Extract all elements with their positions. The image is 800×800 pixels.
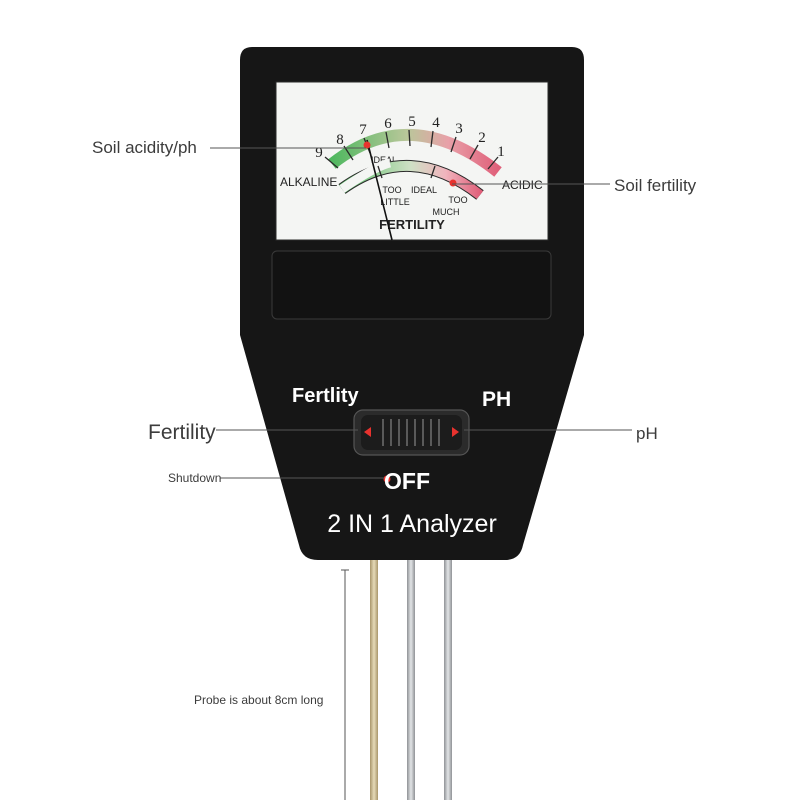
callout-fertility-mode: Fertility (148, 421, 216, 444)
label-panel (271, 250, 552, 320)
callout-probe-length: Probe is about 8cm long (194, 693, 324, 707)
product-name: 2 IN 1 Analyzer (327, 510, 497, 538)
callout-shutdown: Shutdown (168, 471, 222, 485)
callout-soil-fertility: Soil fertility (614, 176, 697, 195)
left-arrow-icon (364, 427, 371, 437)
callout-soil-acidity: Soil acidity/ph (92, 138, 197, 157)
alkaline-label: ALKALINE (280, 175, 337, 189)
fert-too-little-bottom: LITTLE (380, 197, 410, 207)
ph-tick-label: 1 (497, 144, 505, 160)
fert-too-much-bottom: MUCH (433, 207, 460, 217)
ph-tick-label: 9 (315, 145, 323, 161)
probe-gold (370, 560, 378, 800)
meter-needle (366, 139, 393, 241)
ph-tick-label: 6 (384, 116, 392, 132)
acidic-label: ACIDIC (502, 178, 543, 192)
fertility-title: FERTILITY (379, 217, 445, 232)
ph-tick-label: 4 (432, 115, 440, 131)
ph-tick-label: 3 (455, 121, 463, 137)
ph-tick-label: 5 (408, 114, 416, 130)
switch-fertility-label: Fertlity (292, 385, 360, 407)
ph-tick-label: 7 (359, 122, 367, 138)
probes (370, 560, 452, 800)
ph-tick-label: 2 (478, 130, 486, 146)
callout-ph-mode: pH (636, 424, 658, 443)
fert-ideal: IDEAL (411, 185, 437, 195)
right-arrow-icon (452, 427, 459, 437)
switch-ph-label: PH (482, 388, 511, 411)
fert-too-little-top: TOO (382, 185, 401, 195)
fertility-indicator-dot (449, 179, 457, 187)
ph-tick-label: 8 (336, 132, 344, 148)
ph-scale-arc (328, 128, 502, 177)
off-indicator-dot (383, 475, 391, 483)
ph-indicator-dot (363, 141, 371, 149)
probe-silver-1 (407, 560, 415, 800)
fert-too-much-top: TOO (448, 195, 467, 205)
ph-ideal-label: IDEAL (371, 155, 397, 165)
off-label: OFF (384, 468, 430, 494)
callout-lines (210, 147, 632, 800)
mode-switch[interactable] (353, 409, 470, 456)
probe-silver-2 (444, 560, 452, 800)
